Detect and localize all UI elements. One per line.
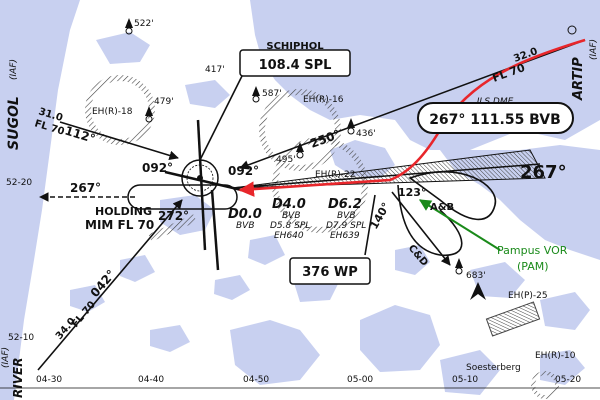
dme-labels: D0.0 BVB D4.0 BVB D5.8 SPL EH640 D6.2 BV… bbox=[228, 197, 366, 241]
zone-eh16-label: EH(R)-16 bbox=[303, 95, 344, 105]
lon-0430: 04-30 bbox=[36, 375, 62, 385]
wp-text: 376 WP bbox=[302, 265, 358, 280]
obstacles bbox=[125, 18, 577, 300]
d62-sub2: D7.9 SPL bbox=[326, 221, 366, 231]
ils-feather bbox=[231, 149, 546, 189]
elev-417: 417' bbox=[205, 65, 225, 75]
holding-min: MIM FL 70 bbox=[85, 218, 154, 232]
d62: D6.2 bbox=[328, 197, 362, 212]
holding-pattern bbox=[127, 184, 238, 210]
d00: D0.0 bbox=[228, 207, 262, 222]
holding-course-b: 092° bbox=[228, 164, 259, 178]
runway-course: 267° bbox=[520, 162, 567, 183]
bvb-text: 267° 111.55 BVB bbox=[429, 112, 561, 128]
label-ab: A&B bbox=[430, 202, 454, 213]
zone-eh10-label: EH(R)-10 bbox=[535, 351, 576, 361]
fix-river: RIVER bbox=[11, 358, 25, 398]
lon-0510: 05-10 bbox=[452, 375, 478, 385]
elevation-labels: 522' 417' 587' 479' 495' 436' 683' bbox=[134, 19, 486, 281]
holding-label: HOLDING bbox=[95, 205, 152, 218]
bvb-box: ILS DME 267° 111.55 BVB bbox=[417, 97, 574, 134]
pampus-annotation: Pampus VOR (PAM) bbox=[497, 244, 568, 273]
lat-52-10: 52-10 bbox=[8, 333, 34, 343]
lon-0440: 04-40 bbox=[138, 375, 164, 385]
d40-sub2: D5.8 SPL bbox=[270, 221, 310, 231]
zone-eh18-label: EH(R)-18 bbox=[92, 107, 133, 117]
zone-labels: EH(R)-18 EH(R)-16 EH(R)-22 EH(P)-25 EH(R… bbox=[92, 95, 576, 361]
zone-eh10 bbox=[531, 371, 559, 399]
zone-eh25-label: EH(P)-25 bbox=[508, 291, 548, 301]
pampus-line1: Pampus VOR bbox=[497, 244, 568, 257]
lon-0450: 04-50 bbox=[243, 375, 269, 385]
procedure-tracks bbox=[37, 39, 586, 371]
soesterberg: Soesterberg bbox=[466, 363, 521, 373]
zone-eh18 bbox=[85, 75, 155, 145]
zone-eh16 bbox=[259, 89, 341, 171]
elev-495: 495' bbox=[276, 155, 296, 165]
fix-sugol: SUGOL bbox=[6, 96, 22, 150]
fix-river-tag: (IAF) bbox=[1, 347, 11, 368]
fix-artip-tag: (IAF) bbox=[589, 39, 599, 60]
d40: D4.0 bbox=[272, 197, 306, 212]
zone-eh22-label: EH(R)-22 bbox=[315, 170, 355, 180]
elev-436: 436' bbox=[356, 129, 376, 139]
restricted-zones bbox=[85, 75, 559, 399]
d40-sub1: BVB bbox=[282, 211, 301, 221]
elev-479: 479' bbox=[154, 97, 174, 107]
fix-sugol-tag: (IAF) bbox=[9, 59, 19, 80]
fix-artip: ARTIP bbox=[571, 57, 586, 101]
d00-sub: BVB bbox=[236, 221, 255, 231]
holding-labels: 267° HOLDING MIM FL 70 272° 092° 092° bbox=[70, 161, 259, 232]
lon-0520: 05-20 bbox=[555, 375, 581, 385]
schiphol-name: SCHIPHOL bbox=[266, 41, 324, 52]
elev-683: 683' bbox=[466, 271, 486, 281]
holding-course-a: 092° bbox=[142, 161, 173, 175]
lat-52-20: 52-20 bbox=[6, 178, 32, 188]
d40-sub3: EH640 bbox=[274, 231, 304, 241]
label-123: 123° bbox=[398, 186, 426, 199]
wp-box: 376 WP bbox=[289, 257, 371, 285]
lon-0500: 05-00 bbox=[347, 375, 373, 385]
pampus-line2: (PAM) bbox=[517, 260, 549, 273]
longitude-scale: 04-30 04-40 04-50 05-00 05-10 05-20 bbox=[0, 375, 600, 389]
pampus-pointer bbox=[418, 199, 501, 251]
holding-inbound: 267° bbox=[70, 181, 101, 195]
bvb-label: ILS DME bbox=[477, 97, 514, 107]
d62-sub3: EH639 bbox=[330, 231, 360, 241]
elev-522: 522' bbox=[134, 19, 154, 29]
holding-outbound: 272° bbox=[158, 209, 189, 223]
d62-sub1: BVB bbox=[337, 211, 356, 221]
elev-587: 587' bbox=[262, 89, 282, 99]
schiphol-box: SCHIPHOL 108.4 SPL bbox=[239, 41, 351, 77]
schiphol-freq: 108.4 SPL bbox=[259, 58, 332, 73]
zone-eh25 bbox=[485, 301, 541, 337]
